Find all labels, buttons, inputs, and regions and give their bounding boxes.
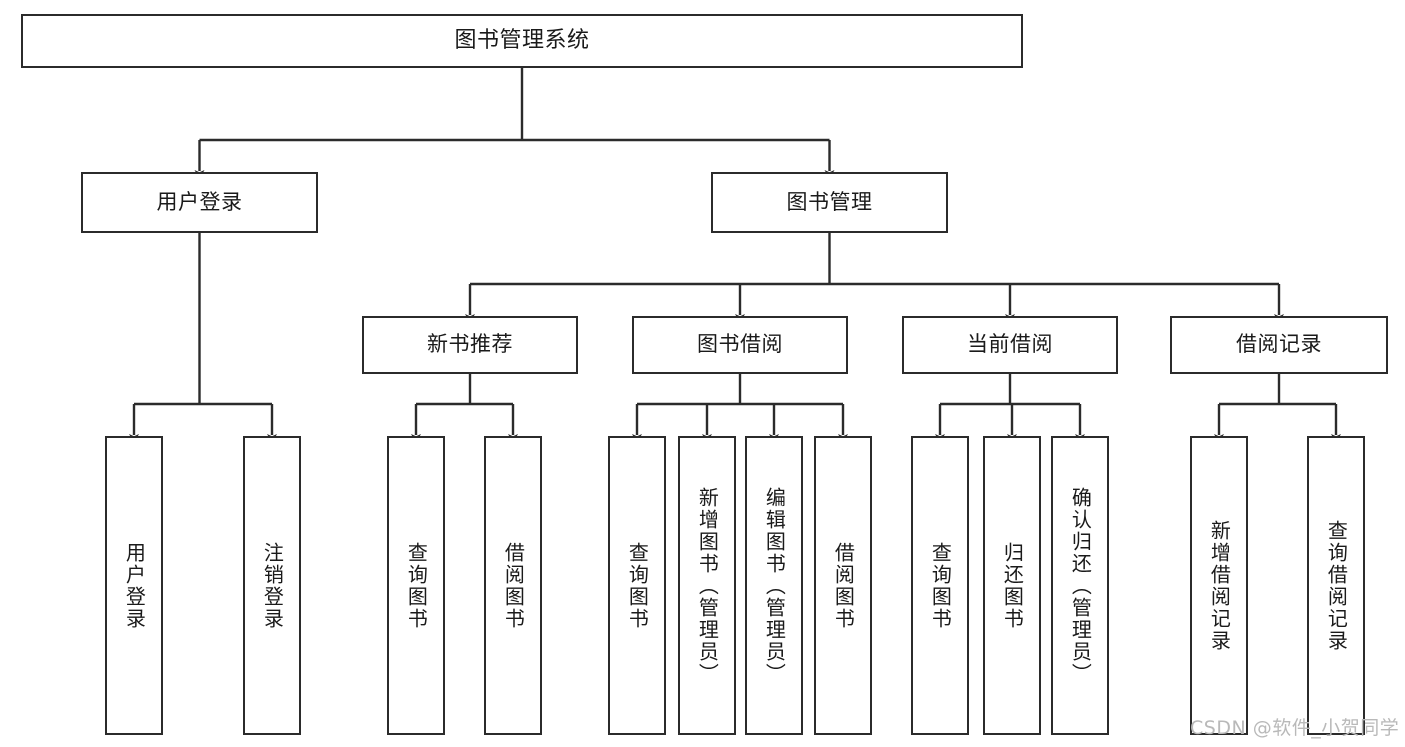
node-records[interactable]: 借阅记录 — [1170, 316, 1388, 374]
node-label: 借阅图书 — [831, 541, 856, 630]
node-leaf-b2[interactable]: 借阅图书 — [814, 436, 872, 735]
node-leaf-conf[interactable]: 确认归还（管理员） — [1051, 436, 1109, 735]
node-label: 用户登录 — [122, 541, 147, 630]
node-root[interactable]: 图书管理系统 — [21, 14, 1023, 68]
node-label: 归还图书 — [1000, 541, 1025, 630]
node-leaf-b1[interactable]: 借阅图书 — [484, 436, 542, 735]
node-newbook[interactable]: 新书推荐 — [362, 316, 578, 374]
node-label: 借阅图书 — [501, 541, 526, 630]
node-label: 查询图书 — [928, 541, 953, 630]
node-leaf-add[interactable]: 新增图书（管理员） — [678, 436, 736, 735]
node-label: 图书借阅 — [697, 332, 783, 357]
node-label: 新书推荐 — [427, 332, 513, 357]
node-label: 图书管理 — [786, 189, 873, 214]
node-borrow[interactable]: 图书借阅 — [632, 316, 848, 374]
node-label: 新增借阅记录 — [1207, 519, 1232, 652]
node-label: 新增图书（管理员） — [695, 486, 720, 685]
node-label: 编辑图书（管理员） — [762, 486, 787, 685]
node-label: 图书管理系统 — [454, 28, 590, 54]
node-leaf-login[interactable]: 用户登录 — [105, 436, 163, 735]
node-leaf-qrec[interactable]: 查询借阅记录 — [1307, 436, 1365, 735]
node-leaf-logout[interactable]: 注销登录 — [243, 436, 301, 735]
edge-layer — [129, 68, 1341, 443]
node-current[interactable]: 当前借阅 — [902, 316, 1118, 374]
node-label: 查询借阅记录 — [1324, 519, 1349, 652]
node-leaf-ret[interactable]: 归还图书 — [983, 436, 1041, 735]
node-label: 当前借阅 — [967, 332, 1053, 357]
node-label: 用户登录 — [156, 189, 243, 214]
node-label: 确认归还（管理员） — [1068, 486, 1093, 685]
node-label: 注销登录 — [260, 541, 285, 630]
node-login[interactable]: 用户登录 — [81, 172, 318, 233]
node-bookmgmt[interactable]: 图书管理 — [711, 172, 948, 233]
node-leaf-q1[interactable]: 查询图书 — [387, 436, 445, 735]
watermark-credit: CSDN @软件_小贺同学 — [1190, 717, 1400, 739]
node-leaf-edit[interactable]: 编辑图书（管理员） — [745, 436, 803, 735]
node-leaf-addrec[interactable]: 新增借阅记录 — [1190, 436, 1248, 735]
node-label: 查询图书 — [404, 541, 429, 630]
node-label: 查询图书 — [625, 541, 650, 630]
node-leaf-q3[interactable]: 查询图书 — [911, 436, 969, 735]
node-leaf-q2[interactable]: 查询图书 — [608, 436, 666, 735]
node-label: 借阅记录 — [1236, 332, 1322, 357]
